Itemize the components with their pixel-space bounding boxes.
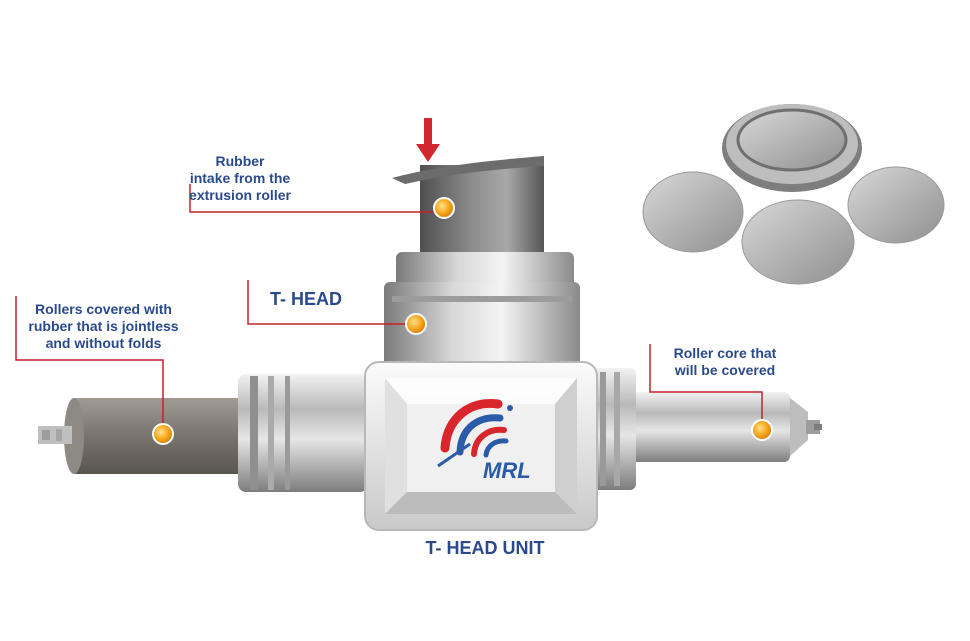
caption-t-head-unit: T- HEAD UNIT (425, 538, 545, 558)
leader-line-intake (189, 184, 438, 213)
label-rubber-intake-line-2: intake from the (189, 170, 291, 186)
label-covered-rollers: Rollers covered with rubber that is join… (16, 301, 191, 352)
marker-intake (433, 197, 455, 219)
intake-arrow (416, 118, 440, 162)
vertical-column (384, 156, 580, 370)
label-covered-rollers-line-1: Rollers covered with (35, 301, 172, 317)
logo-text: MRL (483, 458, 531, 483)
label-rubber-intake-line-3: extrusion roller (189, 187, 291, 203)
label-covered-rollers-line-2: rubber that is jointless (28, 318, 179, 334)
label-covered-rollers-line-3: and without folds (45, 335, 162, 351)
roller-core (588, 368, 822, 490)
covered-roller (38, 374, 368, 492)
label-t-head: T- HEAD (270, 289, 342, 309)
label-roller-core-line-1: Roller core that (673, 345, 777, 361)
t-head-box (364, 361, 598, 531)
leader-lines (15, 184, 763, 434)
leader-line-thead (247, 280, 412, 325)
roller-disks (642, 104, 945, 285)
leader-line-rollers (15, 296, 164, 434)
label-roller-core-line-2: will be covered (674, 362, 776, 378)
label-roller-core: Roller core that will be covered (655, 345, 795, 379)
markers (152, 197, 773, 445)
marker-thead (405, 313, 427, 335)
label-rubber-intake-line-1: Rubber (215, 153, 265, 169)
mrl-logo (437, 398, 513, 468)
marker-rollers (152, 423, 174, 445)
label-rubber-intake: Rubber intake from the extrusion roller (180, 153, 300, 204)
leader-line-core (649, 344, 763, 430)
marker-core (751, 419, 773, 441)
